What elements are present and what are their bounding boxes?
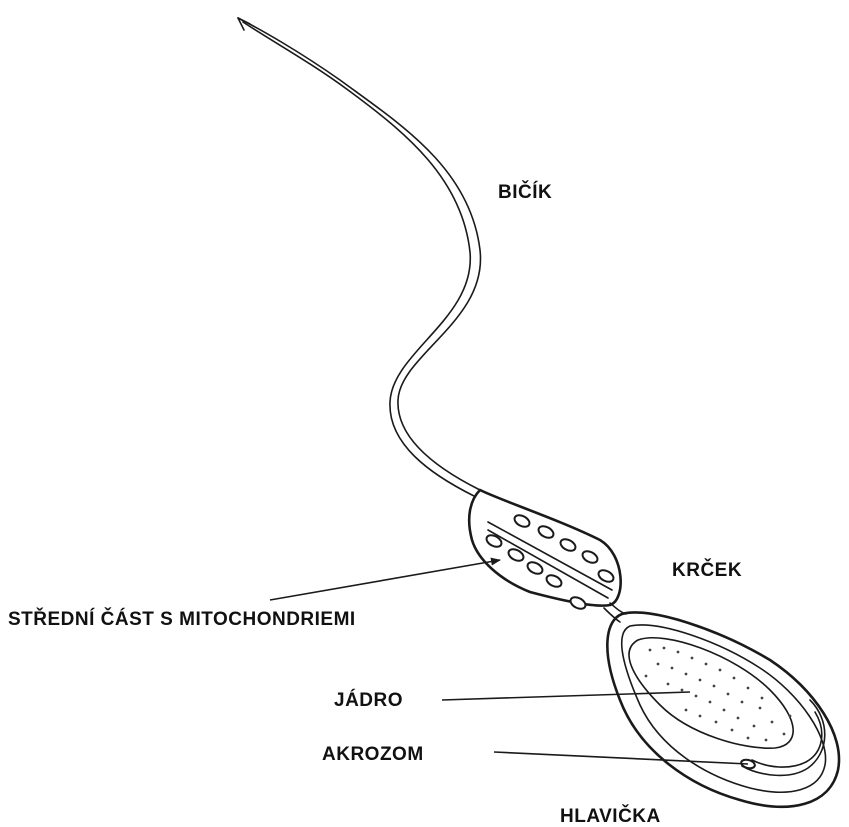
- label-head: HLAVIČKA: [560, 805, 661, 827]
- mitochondrion: [526, 560, 545, 576]
- mitochondrion: [513, 513, 532, 529]
- label-nucleus: JÁDRO: [334, 689, 403, 711]
- mitochondrion: [485, 533, 504, 549]
- mitochondrion: [581, 549, 600, 565]
- label-flagellum: BIČÍK: [498, 181, 552, 203]
- label-neck: KRČEK: [672, 559, 742, 581]
- label-acrosome: AKROZOM: [322, 744, 424, 765]
- label-midpiece: STŘEDNÍ ČÁST S MITOCHONDRIEMI: [8, 608, 356, 630]
- mitochondrion: [597, 568, 616, 584]
- flagellum: [238, 18, 481, 496]
- head: [607, 612, 839, 806]
- midpiece-pointer: [270, 560, 500, 600]
- mitochondrion: [537, 524, 556, 540]
- mitochondrion: [545, 573, 564, 589]
- nucleus-pointer: [442, 692, 690, 700]
- mitochondrion: [569, 595, 588, 611]
- mitochondrion: [559, 537, 578, 553]
- midpiece: [469, 490, 620, 611]
- acrosome-pointer: [494, 752, 748, 764]
